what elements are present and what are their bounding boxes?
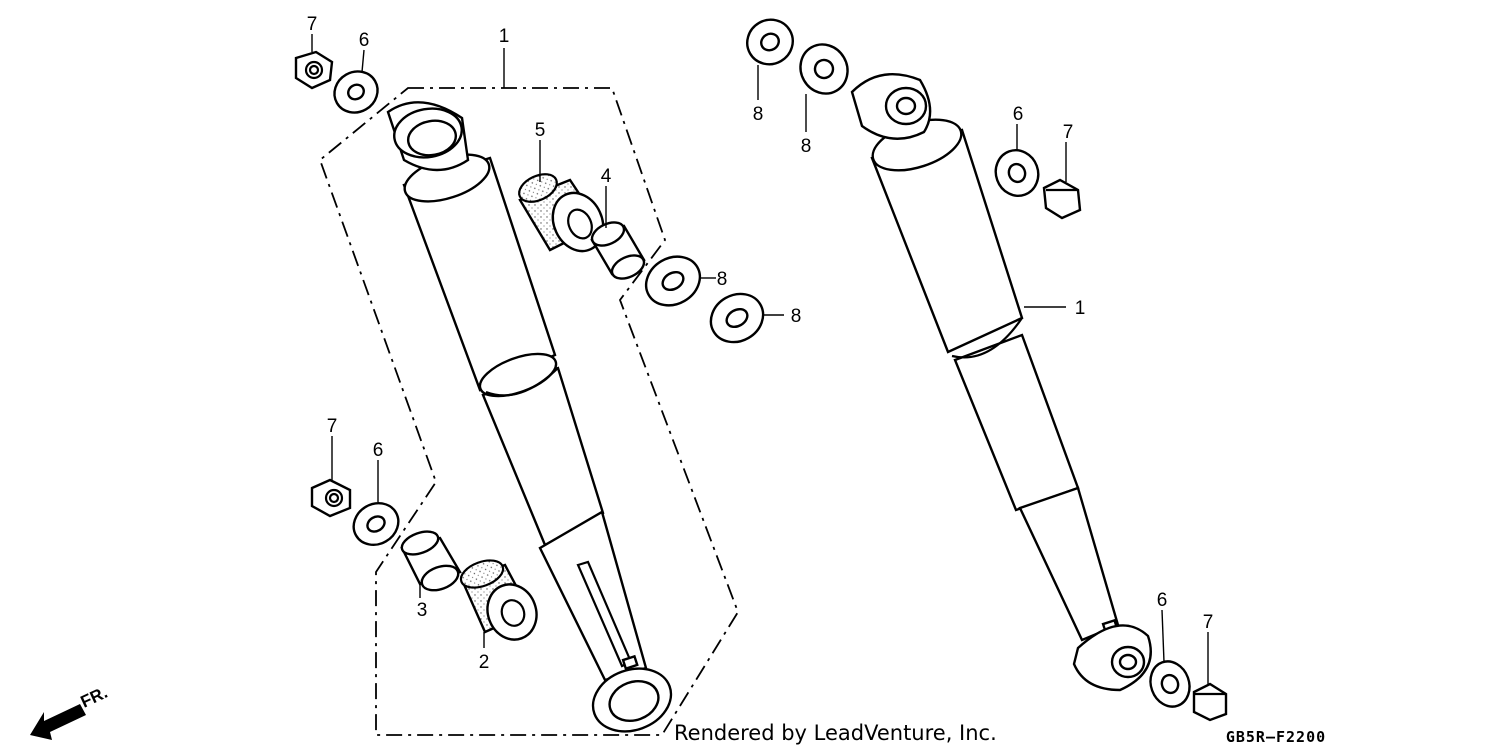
callout-right-top-nut: 7 [1063, 122, 1074, 143]
right-top-washer [994, 149, 1040, 197]
rubber-bush-low [459, 559, 538, 641]
callout-rubber-bush-top: 5 [535, 120, 546, 141]
left-low-washer [352, 502, 400, 546]
callout-right-shock: 1 [1075, 298, 1086, 319]
left-top-nut [294, 50, 334, 90]
callout-right-washer-b: 8 [801, 136, 812, 157]
right-washer-a [746, 18, 794, 66]
callout-right-washer-a: 8 [753, 104, 764, 125]
callout-rubber-bush-low: 2 [479, 652, 490, 673]
rubber-bush-top [518, 173, 605, 253]
right-low-washer [1149, 660, 1191, 708]
callout-left-low-washer: 6 [373, 440, 384, 461]
front-arrow-icon [30, 704, 86, 740]
leader-lines [311, 34, 1209, 684]
left-low-nut [310, 478, 352, 518]
callout-left-top-nut: 7 [307, 14, 318, 35]
right-low-nut [1192, 682, 1228, 722]
callout-left-top-washer: 6 [359, 30, 370, 51]
right-shock-absorber [850, 73, 1152, 692]
diagram-code: GB5R–F2200 [1226, 728, 1326, 746]
front-indicator-label: FR. [78, 683, 111, 712]
left-washer-a [644, 255, 702, 307]
render-credit: Rendered by LeadVenture, Inc. [674, 721, 997, 745]
callout-left-low-nut: 7 [327, 416, 338, 437]
collar-low [400, 530, 462, 592]
callout-left-washer-b: 8 [791, 306, 802, 327]
callout-collar-top: 4 [601, 166, 612, 187]
left-washer-b [709, 292, 765, 344]
left-shock-absorber [386, 101, 673, 733]
callout-right-low-washer: 6 [1157, 590, 1168, 611]
right-top-nut [1042, 178, 1082, 220]
callout-right-low-nut: 7 [1203, 612, 1214, 633]
callout-left-shock: 1 [499, 26, 510, 47]
callout-collar-low: 3 [417, 600, 428, 621]
callout-right-top-washer: 6 [1013, 104, 1024, 125]
callout-left-washer-a: 8 [717, 269, 728, 290]
assembly-boundary [318, 87, 739, 736]
collar-top [590, 221, 646, 280]
right-washer-b [799, 43, 849, 95]
left-top-washer [333, 70, 379, 114]
